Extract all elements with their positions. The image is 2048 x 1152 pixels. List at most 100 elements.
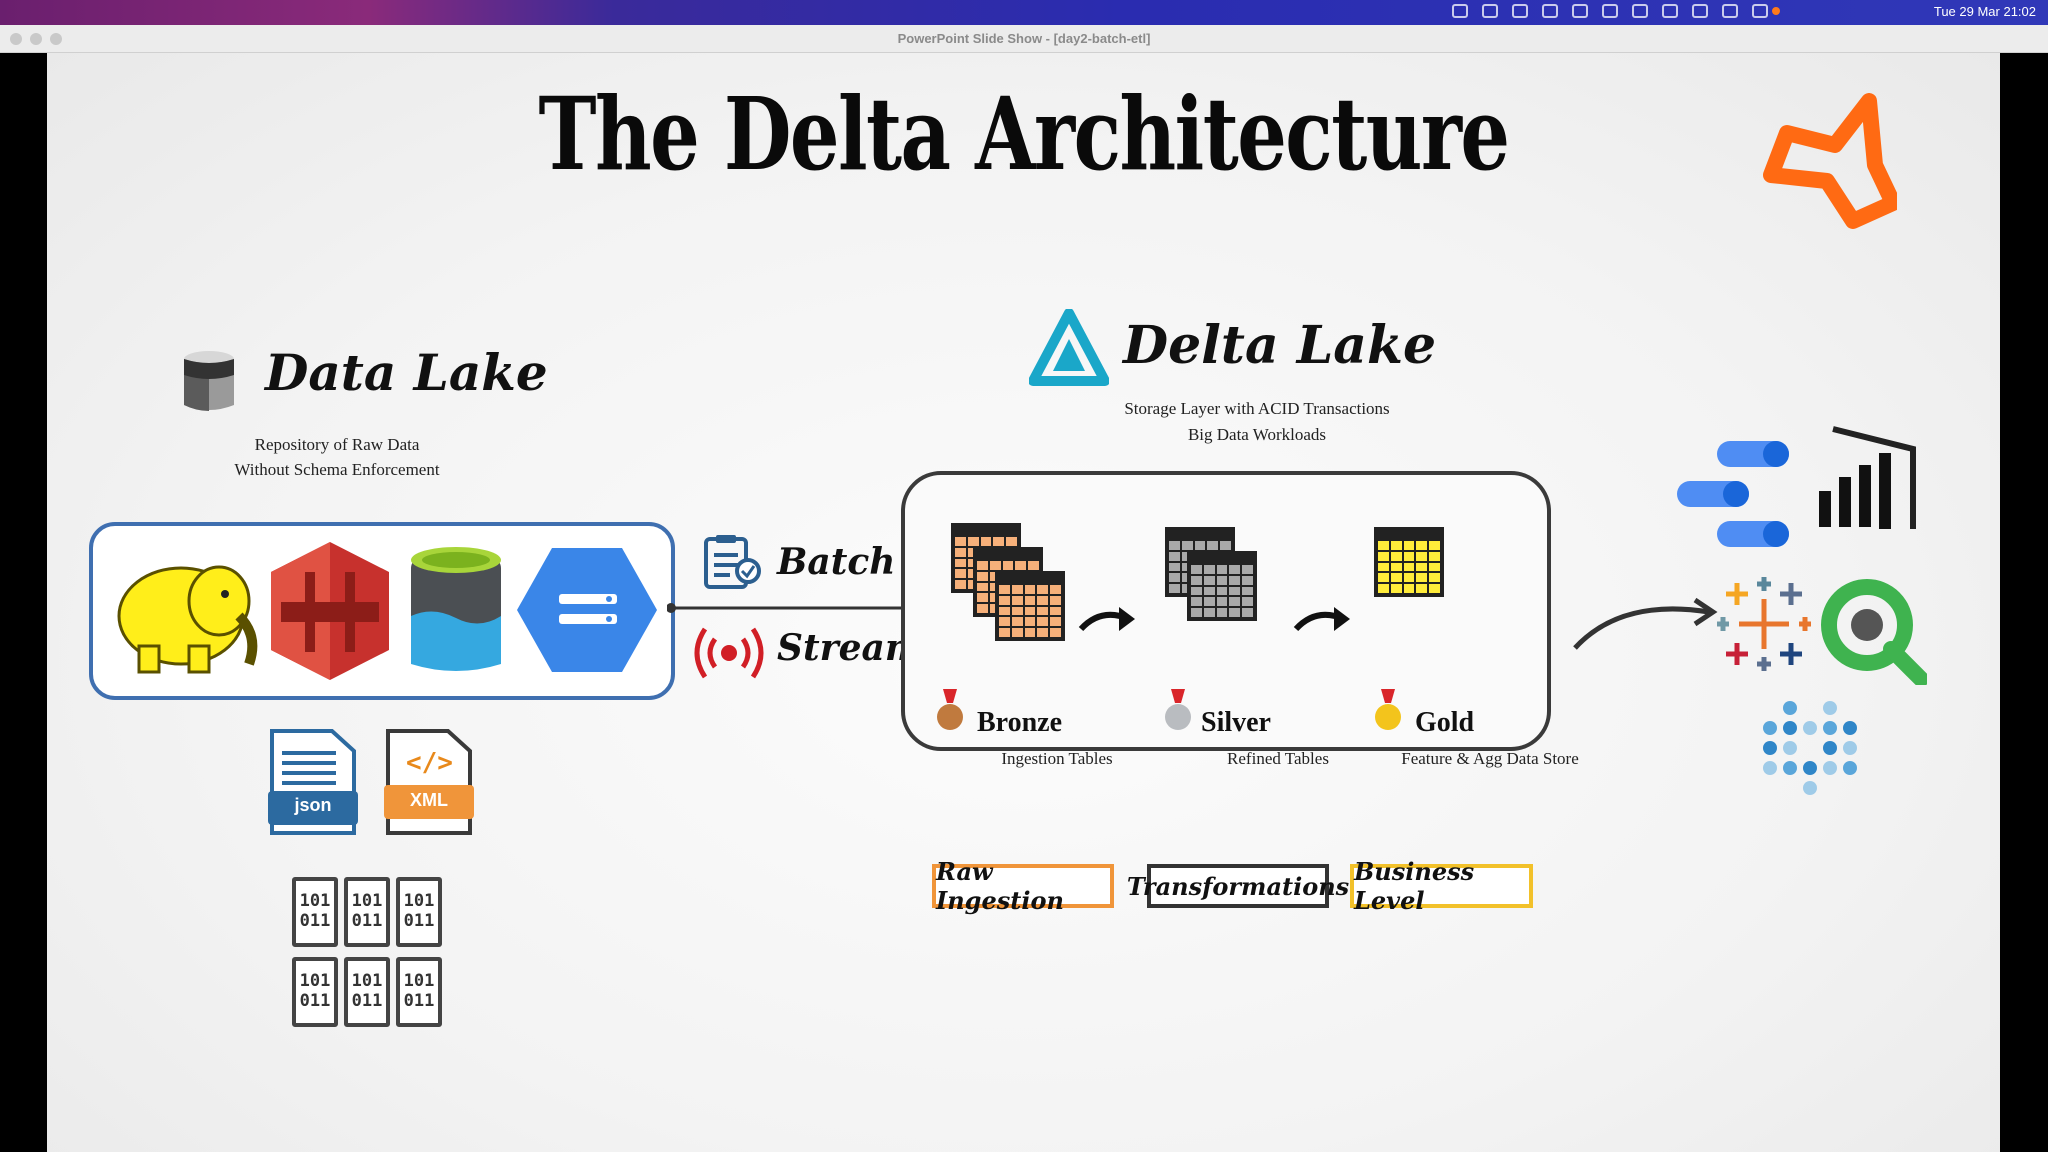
- dot: [1823, 761, 1837, 775]
- table-cell: [1203, 565, 1215, 574]
- cloud-icon[interactable]: [1542, 4, 1558, 18]
- table-header-cell: [1169, 531, 1180, 539]
- table-cell: [1015, 561, 1027, 570]
- table-cell: [1181, 541, 1193, 550]
- table-cell: [977, 582, 988, 592]
- delta-lake-logo-icon: [1029, 309, 1109, 386]
- qlik-icon: [1821, 579, 1927, 685]
- layer-name-gold: Gold: [1415, 707, 1475, 738]
- table-cell: [1242, 586, 1253, 596]
- window-titlebar: PowerPoint Slide Show - [day2-batch-etl]: [0, 25, 2048, 53]
- menubar-clock[interactable]: Tue 29 Mar 21:02: [1933, 4, 2036, 19]
- app-icon[interactable]: [1512, 4, 1528, 18]
- table-header-cell: [1242, 555, 1253, 563]
- table-cell: [1220, 541, 1231, 550]
- medal-icon: [1373, 689, 1403, 733]
- table-cell: [1216, 575, 1228, 585]
- table-cell: [1037, 617, 1049, 627]
- table-cell: [1169, 584, 1180, 593]
- display-icon[interactable]: [1602, 4, 1618, 18]
- window-title: PowerPoint Slide Show - [day2-batch-etl]: [897, 31, 1151, 46]
- table-header-cell: [1191, 555, 1202, 563]
- table-cell: [1403, 584, 1415, 593]
- azure-datalake-icon: [411, 547, 501, 671]
- tag-raw-ingestion: Raw Ingestion: [932, 857, 1114, 915]
- dot: [1823, 701, 1837, 715]
- table-cell: [1050, 606, 1061, 616]
- window-icon[interactable]: [1482, 4, 1498, 18]
- table-cell: [1429, 584, 1440, 593]
- table-cell: [1024, 585, 1036, 594]
- table-cell: [1242, 597, 1253, 607]
- batch-clipboard-icon: [704, 535, 761, 589]
- search-icon[interactable]: [1722, 4, 1738, 18]
- table-header-cell: [1220, 531, 1231, 539]
- control-center-icon[interactable]: [1752, 4, 1768, 18]
- table-header-cell: [1216, 555, 1228, 563]
- table-cell: [1242, 608, 1253, 617]
- slide-canvas[interactable]: The Delta Architecture Data Lake Reposit…: [47, 53, 2000, 1152]
- stream-broadcast-icon: [694, 627, 764, 679]
- table-cell: [1378, 562, 1389, 572]
- table-cell: [1216, 565, 1228, 574]
- dot: [1843, 741, 1857, 755]
- table-header-cell: [1050, 575, 1061, 583]
- table-grid-icon: [995, 571, 1065, 641]
- medal-icon: [935, 689, 965, 733]
- xml-file-glyph: </>: [384, 729, 474, 835]
- table-header-cell: [1390, 531, 1402, 539]
- table-cell: [1378, 573, 1389, 583]
- minimize-window-button[interactable]: [30, 33, 42, 45]
- bluetooth-icon[interactable]: [1632, 4, 1648, 18]
- dot: [1783, 761, 1797, 775]
- battery-icon[interactable]: [1662, 4, 1678, 18]
- table-grid-icon: [1187, 551, 1257, 621]
- table-cell: [1024, 628, 1036, 637]
- table-cell: [1194, 541, 1206, 550]
- stream-label: Stream: [777, 627, 923, 669]
- table-cell: [989, 561, 1001, 570]
- table-cell: [1169, 541, 1180, 550]
- table-cell: [977, 571, 988, 581]
- looker-dots-icon: [1763, 701, 1863, 811]
- dot: [1843, 761, 1857, 775]
- tag-transformations: Transformations: [1127, 864, 1349, 908]
- binary-line: 011: [351, 911, 383, 931]
- table-cell: [1416, 541, 1428, 550]
- table-header-cell: [977, 551, 988, 559]
- flow-arrow: [1292, 601, 1356, 637]
- looker-studio-icon: [1677, 441, 1789, 547]
- screen-record-icon[interactable]: [1452, 4, 1468, 18]
- flow-arrow: [1077, 601, 1141, 637]
- zoom-window-button[interactable]: [50, 33, 62, 45]
- data-lake-desc-line1: Repository of Raw Data: [254, 435, 420, 454]
- table-cell: [1429, 551, 1440, 561]
- table-cell: [1416, 573, 1428, 583]
- table-cell: [999, 628, 1010, 637]
- table-header-cell: [1011, 575, 1023, 583]
- xml-label: XML: [410, 790, 448, 810]
- json-label: json: [294, 795, 332, 815]
- dot: [1783, 721, 1797, 735]
- data-lake-bucket-icon: [184, 351, 234, 411]
- slide-title: The Delta Architecture: [538, 75, 1510, 193]
- dot: [1763, 761, 1777, 775]
- dot: [1843, 721, 1857, 735]
- hadoop-elephant-icon: [117, 565, 258, 674]
- table-cell: [1390, 551, 1402, 561]
- table-cell: [1169, 551, 1180, 561]
- more-icon[interactable]: [1572, 4, 1588, 18]
- table-cell: [955, 537, 966, 546]
- table-cell: [1207, 541, 1219, 550]
- storage-sources-box: [89, 522, 675, 700]
- dot: [1803, 761, 1817, 775]
- table-cell: [1429, 562, 1440, 572]
- table-cell: [977, 604, 988, 613]
- wifi-icon[interactable]: [1692, 4, 1708, 18]
- close-window-button[interactable]: [10, 33, 22, 45]
- table-cell: [1403, 551, 1415, 561]
